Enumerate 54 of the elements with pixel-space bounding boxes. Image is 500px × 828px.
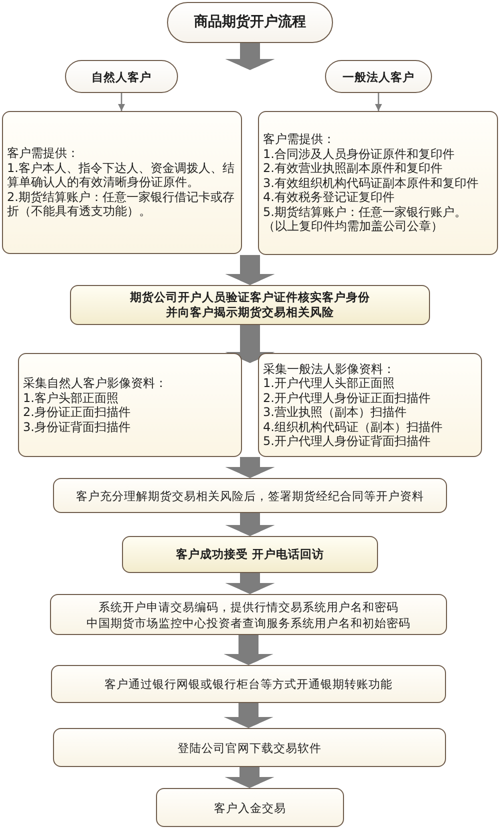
list-heading: 客户需提供： <box>7 146 79 161</box>
list-box <box>258 353 482 457</box>
title-pill <box>167 2 333 43</box>
list-item: 4.有效税务登记证复印件 <box>263 190 394 205</box>
list-item: 1.客户本人、指令下达人、资金调拨人、结算单确认人的有效清晰身份证原件。 <box>7 160 236 190</box>
block-arrow <box>225 457 275 478</box>
step-text: 登陆公司官网下载交易软件 <box>178 740 322 756</box>
list-item: 3.身份证背面扫描件 <box>23 420 130 434</box>
list-item: 3.有效组织机构代码证副本原件和复印件 <box>263 176 478 190</box>
list-item: 2.身份证正面扫描件 <box>23 405 130 420</box>
list-heading: 采集一般法人影像资料： <box>263 362 395 376</box>
step-box <box>53 728 446 767</box>
step-text: 客户通过银行网银或银行柜台等方式开通银期转账功能 <box>104 676 392 692</box>
step-text: 客户成功接受 开户电话回访 <box>176 546 324 562</box>
block-arrow <box>225 513 275 536</box>
step-box <box>50 594 447 635</box>
list-item: 5.开户代理人身份证背面扫描件 <box>263 434 430 448</box>
pill-label: 一般法人客户 <box>342 70 414 84</box>
list-heading: 客户需提供： <box>263 132 335 147</box>
step-box <box>53 478 447 513</box>
list-item: 2.开户代理人身份证正面扫描件 <box>263 390 430 405</box>
list-item: 4.组织机构代码证（副本）扫描件 <box>263 420 442 434</box>
list-item: 5.期货结算账户：任意一家银行账户。 <box>263 204 466 220</box>
list-item: 2.有效营业执照副本原件和复印件 <box>263 161 442 176</box>
title-text: 商品期货开户流程 <box>194 14 306 31</box>
list-item: （以上复印件均需加盖公司公章） <box>263 219 443 234</box>
step-box <box>122 536 378 573</box>
pill-label: 自然人客户 <box>92 70 152 84</box>
list-heading: 采集自然人客户影像资料： <box>23 376 167 390</box>
list-box <box>18 353 242 457</box>
list-box <box>258 111 498 255</box>
step-text: 系统开户申请交易编码，提供行情交易系统用户名和密码 <box>98 598 398 614</box>
block-arrow <box>224 767 274 788</box>
list-item: 1.客户头部正面照 <box>23 390 118 405</box>
category-pill <box>65 60 178 93</box>
block-arrow <box>225 43 275 70</box>
block-arrow <box>225 573 275 594</box>
list-item: 2.期货结算账户：任意一家银行借记卡或存折（不能具有透支功能）。 <box>7 190 236 219</box>
step-box <box>51 665 446 703</box>
step-text: 客户充分理解期货交易相关风险后，签署期货经纪合同等开户资料 <box>76 488 424 504</box>
step-text: 期货公司开户人员验证客户证件核实客户身份并向客户揭示期货交易相关风险 <box>129 290 371 320</box>
list-box <box>2 111 242 254</box>
step-text: 中国期货市场监控中心投资者查询服务系统用户名和初始密码 <box>86 614 410 630</box>
step-box <box>156 788 344 827</box>
step-text: 客户入金交易 <box>214 800 286 816</box>
list-item: 3.营业执照（副本）扫描件 <box>263 405 406 420</box>
arrow <box>375 93 382 111</box>
list-item: 1.合同涉及人员身份证原件和复印件 <box>263 146 454 162</box>
block-arrow <box>224 635 274 665</box>
block-arrow <box>224 703 274 728</box>
list-item: 1.开户代理人头部正面照 <box>263 376 394 390</box>
arrow <box>118 93 125 111</box>
category-pill <box>325 60 432 93</box>
step-box <box>70 285 430 325</box>
